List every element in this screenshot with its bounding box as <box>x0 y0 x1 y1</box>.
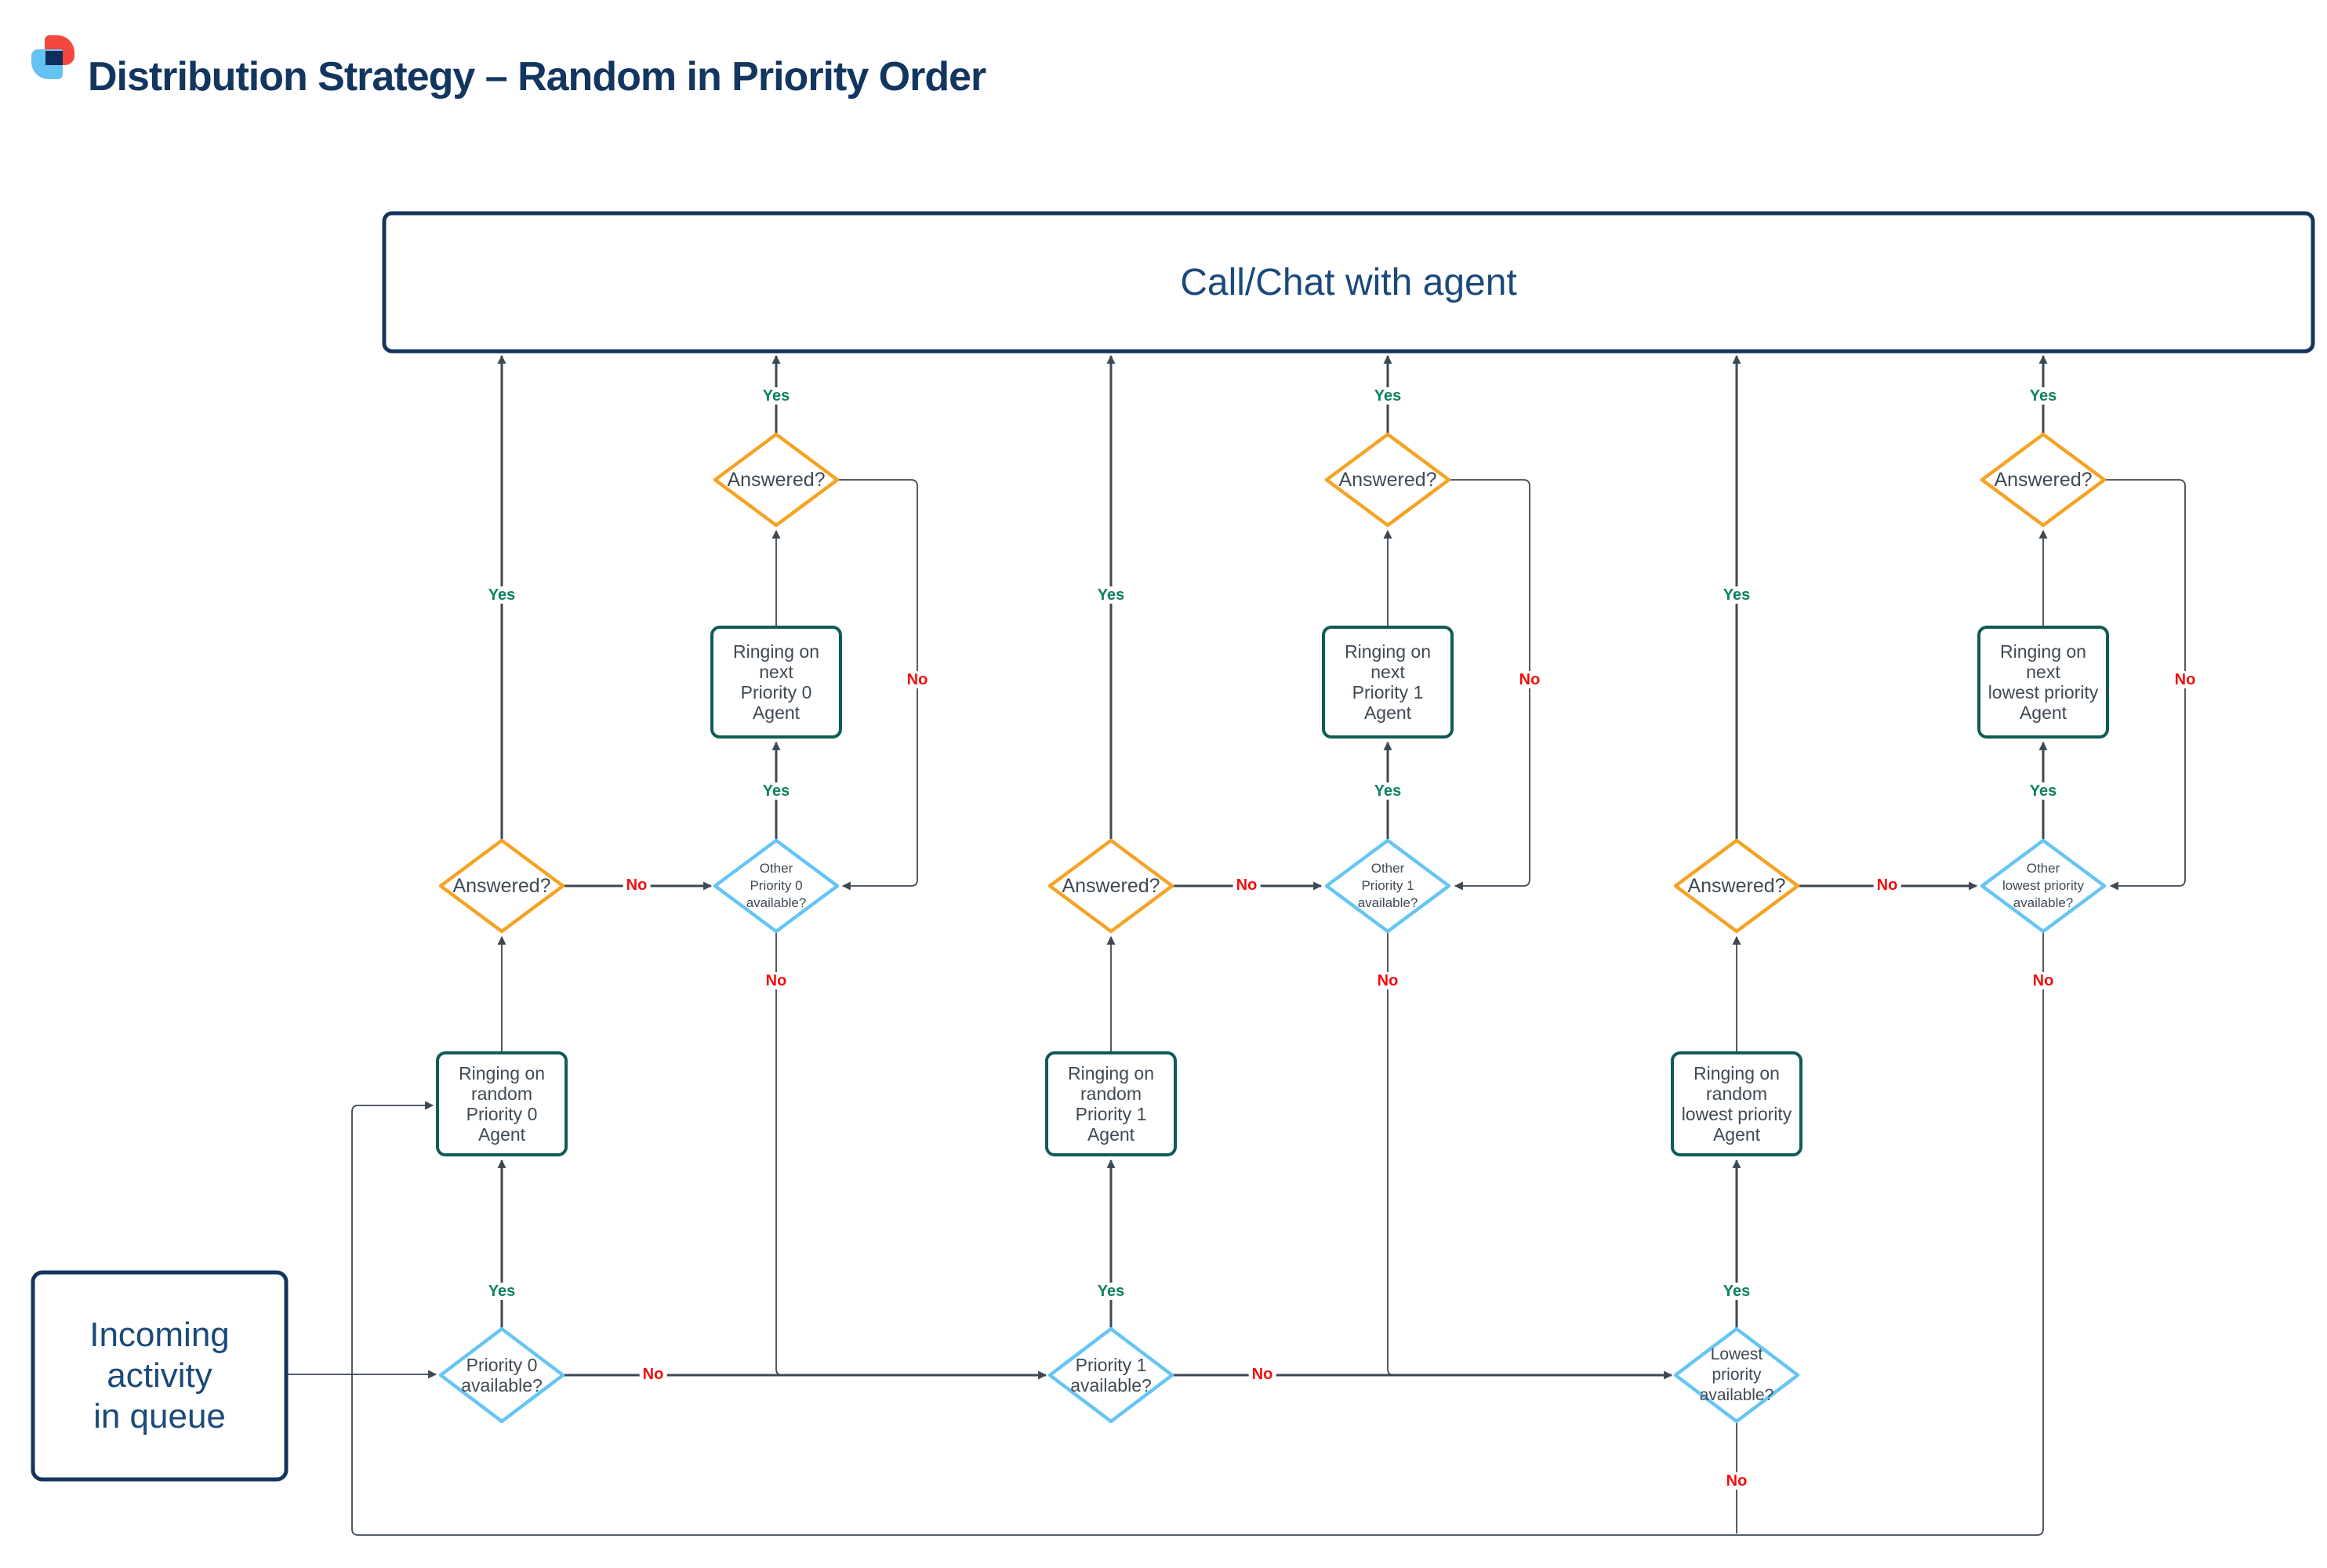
label-yes-answered-mid-3: Yes <box>1719 586 1754 604</box>
label-no-other-3: No <box>2029 972 2057 989</box>
ring-next-priority0-text: Ringing on next Priority 0 Agent <box>733 641 819 723</box>
label-no-answered-top-2: No <box>1516 671 1544 688</box>
answered-mid-col1-diamond <box>438 838 565 934</box>
ring-next-lowest-text: Ringing on next lowest priority Agent <box>1988 641 2099 723</box>
answered-mid-col1-text: Answered? <box>452 874 551 897</box>
connector-col1-other-no-down <box>775 931 783 1376</box>
ring-next-priority1-text: Ringing on next Priority 1 Agent <box>1345 641 1431 723</box>
ring-next-priority1-box <box>1322 626 1454 739</box>
ring-random-priority0-text: Ringing on random Priority 0 Agent <box>459 1063 545 1145</box>
label-no-answered-mid-1: No <box>623 877 651 894</box>
lowest-available-text: Lowest priority available? <box>1699 1345 1774 1405</box>
ring-random-priority1-text: Ringing on random Priority 1 Agent <box>1068 1063 1154 1145</box>
ring-random-lowest-box <box>1671 1051 1802 1156</box>
answered-mid-col2-diamond <box>1047 838 1174 934</box>
lowest-available-diamond <box>1673 1327 1800 1424</box>
answered-top-col1-diamond <box>713 432 840 528</box>
priority0-available-diamond <box>438 1327 565 1424</box>
label-yes-answered-mid-2: Yes <box>1094 586 1128 604</box>
connector-col3-other-no-loopback <box>351 931 2044 1536</box>
ring-random-lowest-text: Ringing on random lowest priority Agent <box>1681 1063 1792 1145</box>
label-no-other-1: No <box>762 972 790 989</box>
label-yes-other-1: Yes <box>759 782 793 800</box>
label-yes-other-2: Yes <box>1370 782 1405 800</box>
ring-next-lowest-box <box>1977 626 2109 739</box>
connector-col2-other-no-down <box>1387 931 1395 1376</box>
priority1-available-diamond <box>1047 1327 1174 1424</box>
answered-mid-col3-diamond <box>1673 838 1800 934</box>
logo-navy-shape <box>45 51 63 65</box>
label-yes-answered-top-2: Yes <box>1370 387 1405 405</box>
answered-mid-col3-text: Answered? <box>1687 874 1786 897</box>
other-priority0-text: Other Priority 0 available? <box>746 860 807 911</box>
ring-random-priority1-box <box>1045 1051 1177 1156</box>
ring-random-priority0-box <box>436 1051 568 1156</box>
label-no-other-2: No <box>1374 972 1402 989</box>
priority1-available-text: Priority 1 available? <box>1070 1355 1152 1396</box>
label-no-answered-top-1: No <box>903 671 931 688</box>
other-priority1-diamond <box>1324 838 1451 934</box>
label-yes-answered-top-1: Yes <box>759 387 793 405</box>
label-no-priority0: No <box>639 1366 667 1383</box>
priority0-available-text: Priority 0 available? <box>461 1355 543 1396</box>
answered-top-col2-diamond <box>1324 432 1451 528</box>
label-yes-other-3: Yes <box>2026 782 2060 800</box>
label-yes-priority1: Yes <box>1094 1283 1128 1300</box>
label-no-answered-top-3: No <box>2171 671 2199 688</box>
ring-next-priority0-box <box>710 626 842 739</box>
other-priority1-text: Other Priority 1 available? <box>1357 860 1418 911</box>
incoming-label: Incoming activity in queue <box>89 1316 230 1436</box>
answered-mid-col2-text: Answered? <box>1062 874 1160 897</box>
label-no-answered-mid-2: No <box>1232 877 1261 894</box>
other-lowest-text: Other lowest priority available? <box>2002 860 2084 911</box>
page-title: Distribution Strategy – Random in Priori… <box>88 54 986 100</box>
label-yes-priority0: Yes <box>485 1283 519 1300</box>
label-no-priority1: No <box>1248 1366 1276 1383</box>
callchat-label: Call/Chat with agent <box>1180 261 1517 303</box>
answered-top-col2-text: Answered? <box>1338 468 1437 491</box>
answered-top-col3-text: Answered? <box>1994 468 2093 491</box>
incoming-box <box>31 1270 289 1482</box>
callchat-box <box>382 211 2315 354</box>
label-yes-answered-mid-1: Yes <box>485 586 519 604</box>
other-priority0-diamond <box>713 838 840 934</box>
label-no-lowest: No <box>1723 1472 1751 1490</box>
label-yes-lowest: Yes <box>1719 1283 1754 1300</box>
answered-top-col3-diamond <box>1980 432 2107 528</box>
label-no-answered-mid-3: No <box>1873 877 1901 894</box>
other-lowest-diamond <box>1980 838 2107 934</box>
answered-top-col1-text: Answered? <box>727 468 826 491</box>
label-yes-answered-top-3: Yes <box>2026 387 2060 405</box>
